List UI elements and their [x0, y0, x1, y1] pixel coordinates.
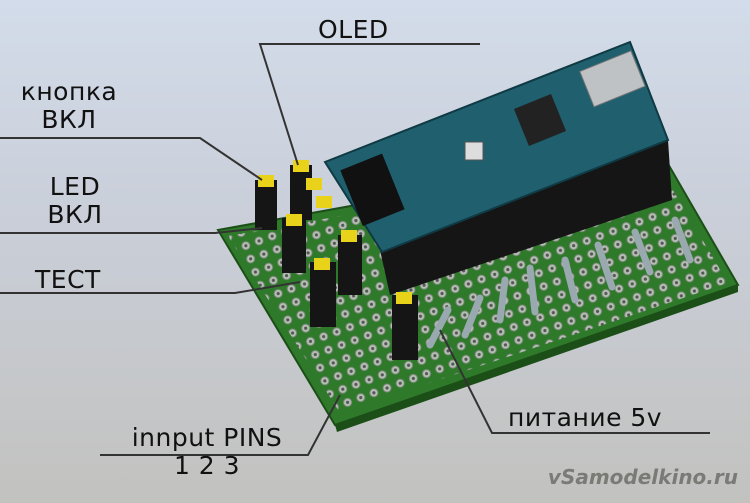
label-power: питание 5v — [508, 403, 663, 432]
watermark: vSamodelkino.ru — [547, 465, 738, 489]
leader-lines — [0, 43, 710, 456]
resistors — [426, 216, 694, 349]
label-button-line2: ВКЛ — [41, 105, 97, 134]
jumpers — [255, 165, 418, 360]
pcb-edge — [335, 285, 738, 432]
mcu-chip — [513, 93, 567, 147]
label-button-line1: кнопка — [20, 77, 118, 106]
label-button: кнопка ВКЛ — [8, 78, 130, 134]
label-input-pins-line1: innput PINS — [131, 423, 283, 452]
label-test: ТЕСТ — [35, 265, 101, 294]
label-led-line2: ВКЛ — [47, 200, 103, 229]
pcb-holes — [228, 160, 728, 413]
label-input-pins-line2: 1 2 3 — [173, 451, 241, 480]
label-led-line1: LED — [49, 172, 101, 201]
label-oled: OLED — [318, 15, 389, 44]
label-led: LED ВКЛ — [30, 173, 120, 229]
jumper-caps — [258, 160, 412, 304]
arduino-header — [380, 140, 672, 295]
reset-button — [464, 141, 484, 161]
icsp-header — [340, 153, 405, 227]
usb-connector — [579, 50, 646, 108]
label-input-pins: innput PINS 1 2 3 — [112, 424, 302, 480]
